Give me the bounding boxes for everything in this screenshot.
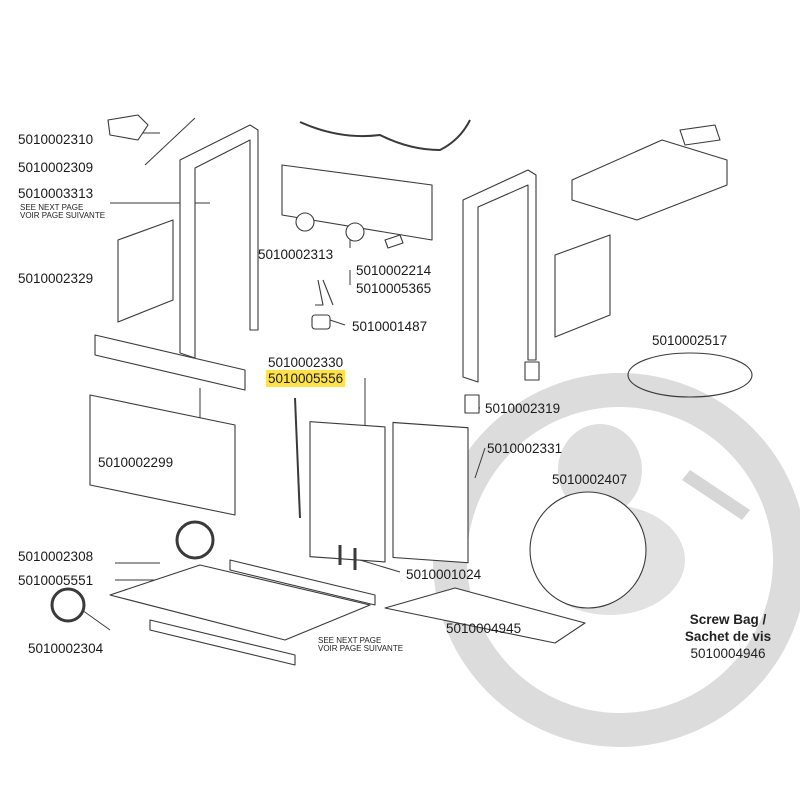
- highlighted-part-number: 5010005556: [266, 370, 346, 387]
- label-5010002313: 5010002313: [258, 247, 334, 262]
- screw-bag-circle: [529, 491, 647, 609]
- lighter-cup: [311, 314, 331, 330]
- label-5010002319: 5010002319: [485, 401, 561, 416]
- see-next-fr: VOIR PAGE SUIVANTE: [20, 211, 106, 221]
- igniter: [384, 234, 404, 249]
- door-right: [392, 421, 469, 564]
- label-5010002330: 5010002330: [268, 355, 344, 370]
- right-side-frame: [462, 169, 537, 383]
- bottom-shelf-right: [384, 587, 586, 644]
- see-next-en-bottom: SEE NEXT PAGE: [318, 636, 382, 645]
- label-5010001487: 5010001487: [352, 319, 428, 334]
- see-next-page-note-top: SEE NEXT PAGE VOIR PAGE SUIVANTE: [20, 203, 106, 221]
- see-next-fr-bottom: VOIR PAGE SUIVANTE: [318, 644, 404, 654]
- label-5010002407: 5010002407: [552, 472, 628, 487]
- shelf-bracket: [679, 124, 721, 146]
- label-5010005556: 5010005556: [266, 370, 346, 387]
- hinge-rod: [294, 397, 301, 519]
- gas-hose: [299, 119, 471, 151]
- magnet: [464, 394, 480, 414]
- label-5010002309: 5010002309: [18, 160, 94, 175]
- wheel-back: [175, 520, 215, 560]
- control-panel: [281, 164, 433, 241]
- control-knob-left: [295, 212, 315, 232]
- caster-block: [524, 361, 540, 381]
- label-5010002310: 5010002310: [18, 132, 94, 147]
- left-side-frame: [179, 124, 259, 359]
- control-knob-right: [345, 222, 365, 242]
- door-left: [309, 421, 386, 563]
- label-5010002304: 5010002304: [28, 641, 104, 656]
- left-side-panel: [117, 219, 174, 323]
- label-5010003313: 5010003313: [18, 186, 94, 201]
- side-shelf: [571, 139, 728, 221]
- screw-bag-title-fr: Sachet de vis: [684, 628, 772, 644]
- see-next-page-note-bottom: SEE NEXT PAGE VOIR PAGE SUIVANTE: [318, 636, 404, 654]
- label-5010002331: 5010002331: [487, 441, 563, 456]
- label-5010002517: 5010002517: [652, 333, 728, 348]
- label-5010001024: 5010001024: [406, 567, 482, 582]
- screw-bag-caption: Screw Bag / Sachet de vis 5010004946: [672, 612, 784, 663]
- label-5010002308: 5010002308: [18, 549, 94, 564]
- screw-bag-title-en: Screw Bag /: [689, 612, 767, 627]
- screw-bag-part-number: 5010004946: [690, 645, 766, 661]
- bottom-rail-front: [149, 619, 296, 666]
- label-5010005551: 5010005551: [18, 573, 94, 588]
- label-5010002214: 5010002214: [356, 263, 432, 278]
- label-5010002329: 5010002329: [18, 271, 94, 286]
- front-panel: [89, 394, 236, 516]
- see-next-en: SEE NEXT PAGE: [20, 203, 84, 212]
- wire-bracket: [315, 279, 334, 306]
- label-5010002299: 5010002299: [98, 455, 174, 470]
- wheel-front: [50, 587, 86, 623]
- label-5010005365: 5010005365: [356, 281, 432, 296]
- back-rail: [94, 334, 246, 391]
- bracket-set-ellipse: [627, 352, 753, 398]
- bottom-rail-back: [229, 559, 376, 606]
- bottom-tray: [109, 564, 371, 641]
- top-bracket-left: [107, 114, 149, 141]
- right-side-panel: [554, 234, 611, 338]
- label-5010004945: 5010004945: [446, 621, 522, 636]
